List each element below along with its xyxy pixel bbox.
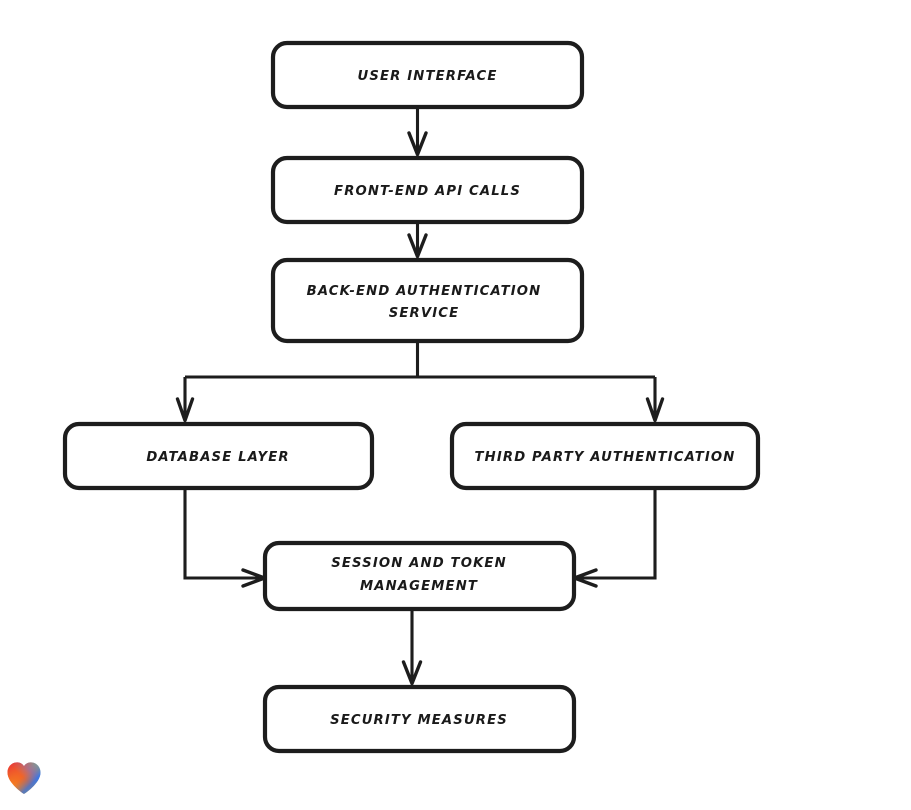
node-user-interface-shape[interactable] xyxy=(270,40,585,110)
node-session-and-token-management-label-line2: MANAGEMENT xyxy=(360,579,478,594)
edge-api-to-backend xyxy=(407,222,428,259)
node-security-measures-label: SECURITY MEASURES xyxy=(330,713,508,728)
node-third-party-authentication[interactable]: THIRD PARTY AUTHENTICATION xyxy=(449,421,761,491)
edge-session-to-security xyxy=(401,609,423,686)
edge-thirdparty-to-session xyxy=(572,488,657,588)
node-third-party-authentication-shape[interactable] xyxy=(449,421,761,491)
edge-backend-to-database xyxy=(175,377,195,423)
node-database-layer-shape[interactable] xyxy=(62,421,375,491)
node-front-end-api-calls-shape[interactable] xyxy=(270,155,585,225)
node-session-and-token-management-shape[interactable] xyxy=(262,540,577,612)
edge-backend-branch-bus xyxy=(185,341,655,379)
node-security-measures-shape[interactable] xyxy=(262,684,577,754)
edge-database-to-session xyxy=(183,488,267,588)
node-back-end-authentication-service-label-line2: SERVICE xyxy=(389,306,460,321)
node-database-layer[interactable]: DATABASE LAYER xyxy=(62,421,375,491)
edge-ui-to-api xyxy=(407,107,428,157)
node-session-and-token-management[interactable]: SESSION AND TOKEN MANAGEMENT xyxy=(262,540,577,612)
node-database-layer-label: DATABASE LAYER xyxy=(146,450,289,465)
node-front-end-api-calls[interactable]: FRONT-END API CALLS xyxy=(270,155,585,225)
node-back-end-authentication-service-label-line1: BACK-END AUTHENTICATION xyxy=(307,284,542,299)
node-user-interface-label: USER INTERFACE xyxy=(358,69,498,84)
heart-icon xyxy=(7,762,41,794)
node-front-end-api-calls-label: FRONT-END API CALLS xyxy=(334,184,521,199)
node-session-and-token-management-label-line1: SESSION AND TOKEN xyxy=(331,556,507,571)
node-security-measures[interactable]: SECURITY MEASURES xyxy=(262,684,577,754)
node-user-interface[interactable]: USER INTERFACE xyxy=(270,40,585,110)
node-back-end-authentication-service-shape[interactable] xyxy=(270,257,585,344)
edge-backend-to-thirdparty xyxy=(645,377,665,423)
node-third-party-authentication-label: THIRD PARTY AUTHENTICATION xyxy=(475,450,736,465)
node-back-end-authentication-service[interactable]: BACK-END AUTHENTICATION SERVICE xyxy=(270,257,585,344)
heart-icon-overlay xyxy=(7,762,41,794)
